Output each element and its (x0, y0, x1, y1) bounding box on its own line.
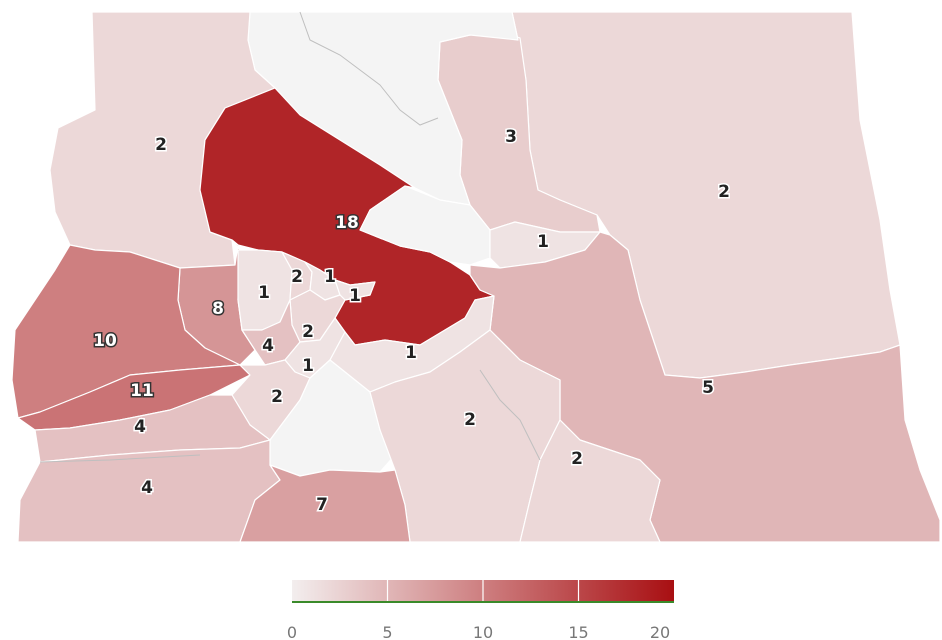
region-value-label: 1 (349, 286, 361, 306)
region-value-label: 1 (324, 267, 336, 287)
legend-tick-label: 10 (473, 623, 493, 640)
region-value-label: 2 (571, 449, 583, 469)
region-value-label: 10 (93, 331, 117, 351)
region-value-label: 7 (316, 495, 328, 515)
region-value-label: 2 (271, 387, 283, 407)
legend-tick-label: 15 (568, 623, 588, 640)
region-value-label: 5 (702, 378, 714, 398)
legend: 0 5 10 15 20 (287, 580, 674, 640)
map-region-south-2b[interactable] (519, 419, 661, 543)
region-value-label: 4 (262, 336, 274, 356)
region-value-label: 1 (405, 343, 417, 363)
region-value-label: 2 (291, 267, 303, 287)
map-region-central-4[interactable] (241, 299, 301, 366)
map-region-lake[interactable] (359, 185, 491, 266)
region-value-label: 3 (505, 127, 517, 147)
region-value-label: 4 (134, 417, 146, 437)
region-value-label: 1 (537, 232, 549, 252)
legend-tick-label: 0 (287, 623, 297, 640)
region-value-label: 2 (464, 410, 476, 430)
legend-tick-label: 5 (382, 623, 392, 640)
sub-boundaries (39, 11, 541, 463)
region-value-label: 1 (258, 283, 270, 303)
region-value-label: 2 (155, 135, 167, 155)
map-region-south-7[interactable] (239, 464, 411, 543)
region-value-label: 2 (302, 322, 314, 342)
region-value-label: 1 (302, 356, 314, 376)
region-value-label: 4 (141, 478, 153, 498)
map-region-north-west[interactable] (49, 11, 276, 269)
region-value-label: 18 (335, 213, 359, 233)
region-value-label: 8 (212, 299, 224, 319)
region-value-label: 2 (718, 182, 730, 202)
region-value-label: 11 (130, 381, 154, 401)
legend-tick-label: 20 (650, 623, 670, 640)
